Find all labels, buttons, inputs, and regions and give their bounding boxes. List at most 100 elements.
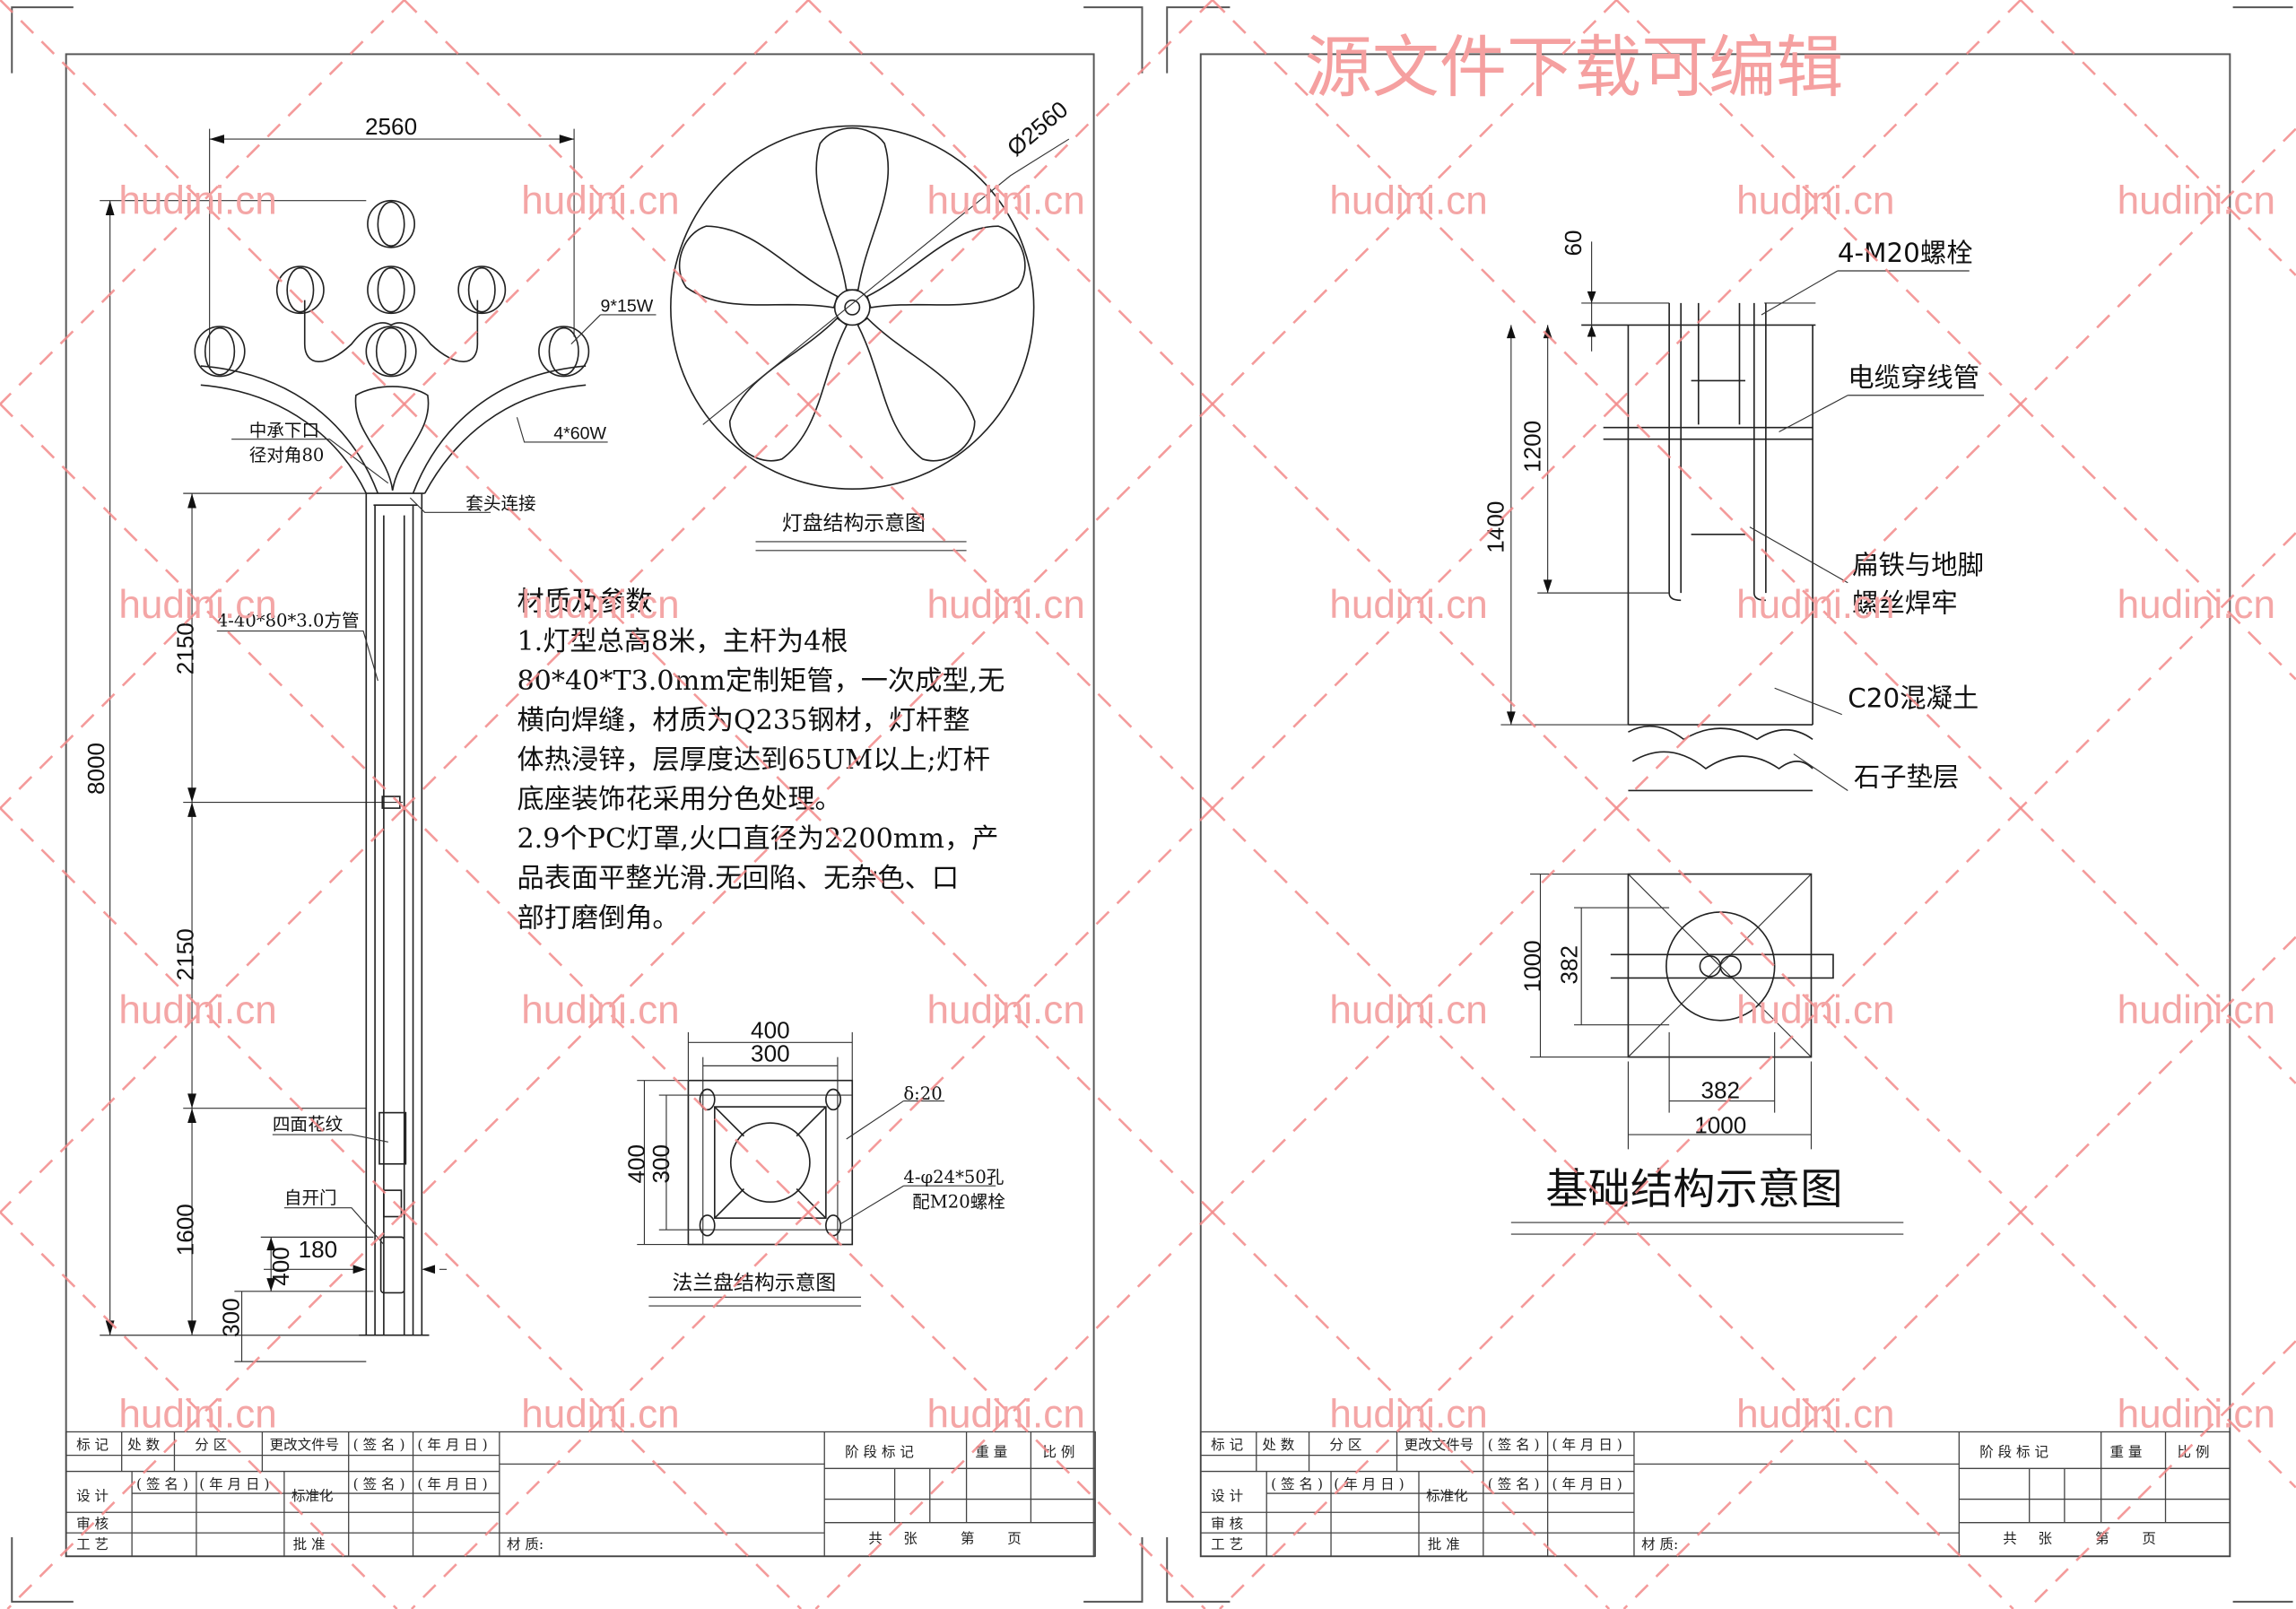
watermark-line <box>1211 807 1618 1213</box>
right-sheet: 60 1200 1400 4-M20螺栓 电缆穿线管 扁铁与地脚 螺丝焊牢 C2… <box>1166 6 2293 1603</box>
lamp-plate-diagram: Ø2560 灯盘结构示意图 <box>670 96 1073 552</box>
tb-zone: 分 区 <box>1329 1437 1361 1453</box>
spec-line: 1.灯型总高8米，主杆为4根 <box>517 626 848 657</box>
watermark-line <box>1622 1211 2022 1609</box>
dim-door-height: 400 <box>267 1247 294 1286</box>
dim-door-width: 180 <box>299 1236 338 1263</box>
flange-dim-outer: 400 <box>751 1016 790 1043</box>
watermark-line <box>410 1211 810 1609</box>
plate-petal <box>815 127 890 291</box>
watermark-line <box>0 0 405 405</box>
watermark-text: hudini.cn <box>2118 1393 2275 1437</box>
foundation-plan: 1000 382 382 1000 基础结构示意图 <box>1510 873 1904 1235</box>
spec-title: 材质及参数 <box>517 587 652 618</box>
watermark-line <box>1615 807 2022 1213</box>
tb-process: 工 艺 <box>76 1536 109 1552</box>
tb-stage: 阶 段 标 记 <box>1979 1444 2048 1460</box>
section-dim-1400: 1400 <box>1483 501 1509 553</box>
watermark-line <box>403 807 810 1213</box>
watermark-line <box>1615 807 2022 1213</box>
watermark-line <box>814 1211 1213 1609</box>
tb-zone: 分 区 <box>195 1437 227 1453</box>
label-bolt: 4-M20螺栓 <box>1838 238 1973 268</box>
dim-seg2: 2150 <box>172 928 199 980</box>
spec-line: 部打磨倒角。 <box>517 902 679 934</box>
watermark-text: hudini.cn <box>1329 178 1487 222</box>
label-door: 自开门 <box>284 1187 337 1208</box>
watermark-line <box>403 0 810 405</box>
watermark-line <box>0 807 405 1213</box>
watermark-line <box>2019 807 2296 1084</box>
foundation-section: 60 1200 1400 4-M20螺栓 电缆穿线管 扁铁与地脚 螺丝焊牢 C2… <box>1483 230 1985 793</box>
watermark-text: hudini.cn <box>521 178 679 222</box>
watermark-line <box>1211 403 1618 810</box>
watermark-line <box>1615 403 2022 810</box>
plan-dim-382-horizontal: 382 <box>1700 1076 1740 1103</box>
tb-date: ( 年 月 日 ) <box>417 1437 487 1453</box>
sheet-frame <box>1166 6 2293 1603</box>
watermark-line <box>2027 1340 2296 1609</box>
watermark-line <box>0 403 405 810</box>
tb-weight: 重 量 <box>975 1444 1007 1460</box>
watermark-line <box>2019 935 2296 1213</box>
watermark-line <box>1615 1211 2014 1609</box>
watermark-text: hudini.cn <box>118 988 276 1032</box>
watermark-text: hudini.cn <box>521 1393 679 1437</box>
watermark-line <box>1211 1211 1611 1609</box>
label-small-lamps: 9*15W <box>600 297 653 317</box>
dim-height: 8000 <box>83 743 109 795</box>
watermark-line <box>2019 127 2296 405</box>
tb-stage: 阶 段 标 记 <box>845 1444 914 1460</box>
label-concrete: C20混凝土 <box>1848 683 1979 713</box>
spec-line: 横向焊缝，材质为Q235钢材，灯杆整 <box>517 705 970 736</box>
tb-sign2: ( 签 名 ) <box>136 1476 188 1492</box>
tb-count: 处 数 <box>127 1437 160 1453</box>
watermark-line <box>2019 403 2296 681</box>
watermark-line <box>1211 403 1618 810</box>
tb-date3: ( 年 月 日 ) <box>1552 1476 1622 1492</box>
flange-dim-inner: 300 <box>751 1039 790 1066</box>
watermark-line <box>2019 0 2296 276</box>
tb-sheets: 张 <box>903 1531 918 1547</box>
tb-nth: 第 <box>961 1531 975 1547</box>
tb-sign2: ( 签 名 ) <box>1271 1476 1323 1492</box>
label-sleeve: 套头连接 <box>465 493 535 514</box>
watermark-text: hudini.cn <box>926 988 1084 1032</box>
plate-petal <box>728 317 848 462</box>
watermark-line <box>807 807 1213 1213</box>
watermark-text: hudini.cn <box>1329 1393 1487 1437</box>
watermark-text: hudini.cn <box>926 583 1084 627</box>
tb-total: 共 <box>868 1531 883 1547</box>
label-tube: 4-40*80*3.0方管 <box>217 611 360 631</box>
tb-process: 工 艺 <box>1211 1536 1243 1552</box>
section-dim-1200: 1200 <box>1518 421 1545 473</box>
tb-sign3: ( 签 名 ) <box>353 1476 405 1492</box>
tb-standard: 标准化 <box>291 1488 334 1504</box>
watermark-line <box>1615 403 2022 810</box>
spec-line: 底座装饰花采用分色处理。 <box>517 784 841 815</box>
watermark-line <box>403 1211 803 1609</box>
plate-petal <box>678 225 839 309</box>
tb-approve: 批 准 <box>293 1536 326 1552</box>
label-big-lamps: 4*60W <box>553 424 606 444</box>
watermark-line <box>807 1211 1206 1609</box>
label-gravel: 石子垫层 <box>1854 762 1960 793</box>
tb-date2: ( 年 月 日 ) <box>1334 1476 1404 1492</box>
label-weld-2: 螺丝焊牢 <box>1852 587 1958 618</box>
watermark-text: hudini.cn <box>521 583 679 627</box>
tb-material: 材 质: <box>507 1536 544 1552</box>
watermark-line <box>807 403 1213 810</box>
flange-dim-outer-vertical: 400 <box>622 1144 649 1184</box>
label-pattern: 四面花纹 <box>273 1114 344 1135</box>
tb-approve: 批 准 <box>1428 1536 1460 1552</box>
label-weld-1: 扁铁与地脚 <box>1852 550 1984 580</box>
watermark-text: hudini.cn <box>118 1393 276 1437</box>
plan-dim-382-vertical: 382 <box>1555 945 1582 985</box>
tb-design: 设 计 <box>1211 1488 1243 1504</box>
watermark-line <box>403 403 810 810</box>
watermark-line <box>2019 532 2296 810</box>
watermark-text: hudini.cn <box>926 178 1084 222</box>
plan-dim-1000-vertical: 1000 <box>1518 940 1545 992</box>
tb-page: 页 <box>1007 1531 1022 1547</box>
